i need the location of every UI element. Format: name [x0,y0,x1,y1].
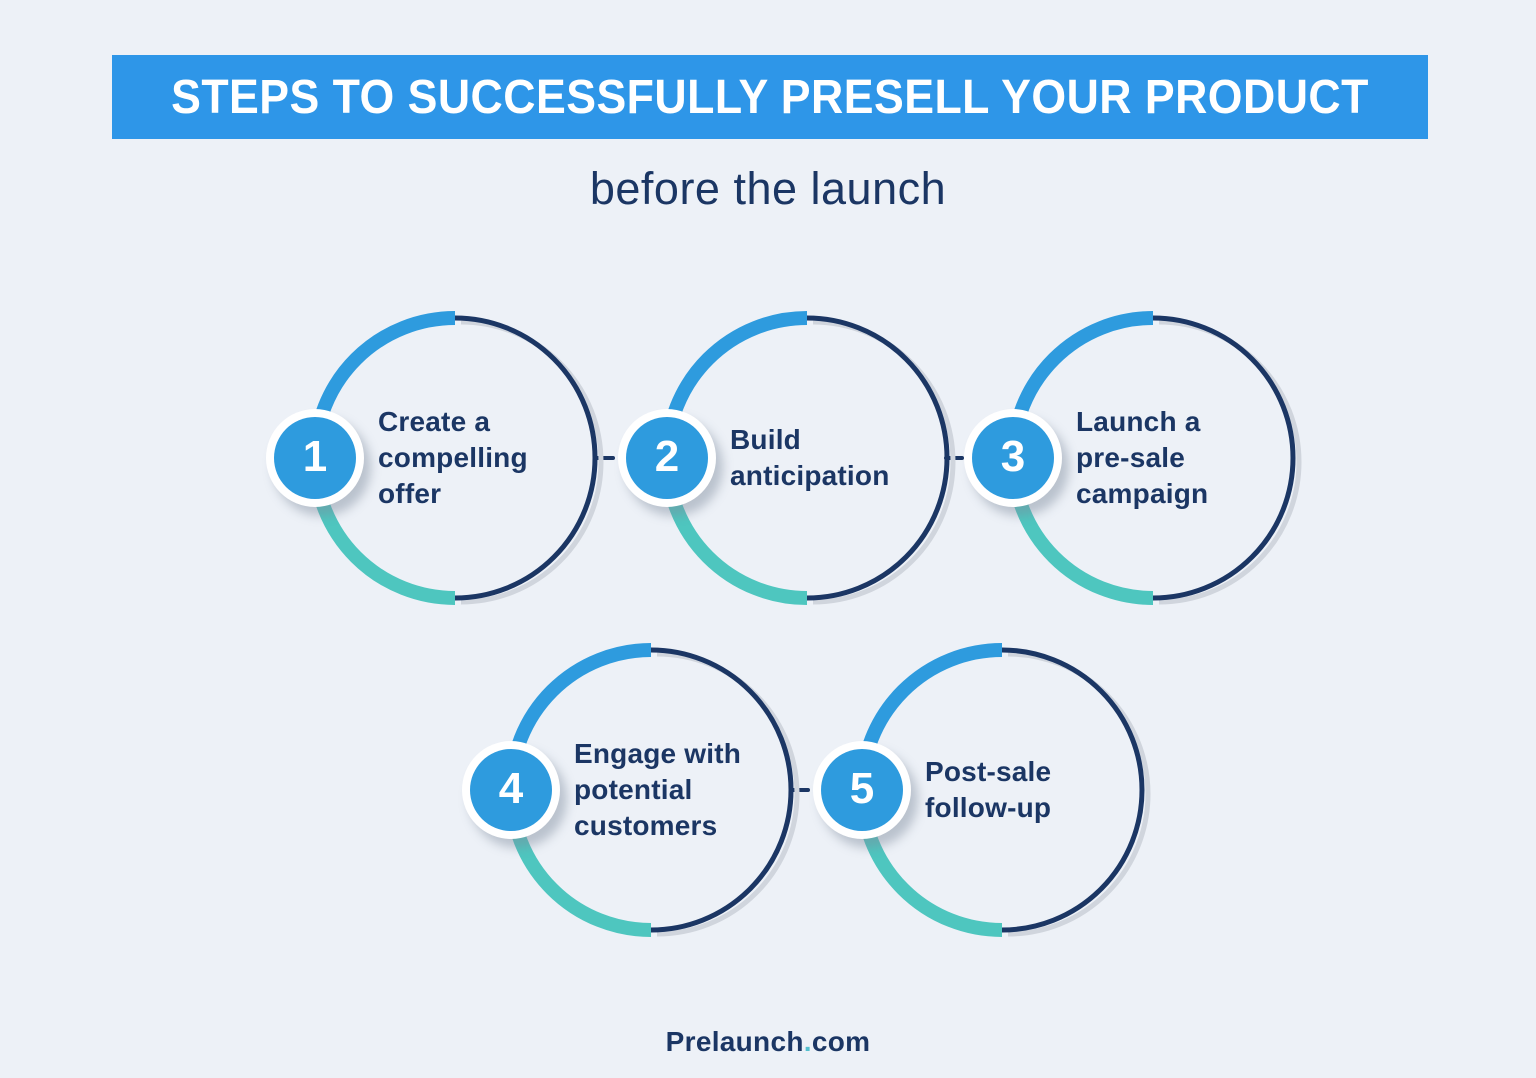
step-number: 5 [849,763,875,813]
step-label: Build anticipation [730,422,945,494]
step-number: 3 [1000,431,1026,481]
step-number-badge: 3 [964,409,1062,507]
step-circle-5: 5 Post-sale follow-up [813,635,1157,945]
step-label-line: customers [574,810,718,841]
step-number-badge-fill: 4 [470,749,552,831]
step-number: 4 [498,763,524,813]
step-number: 2 [654,431,680,481]
step-circle-4: 4 Engage with potential customers [462,635,806,945]
step-number-badge-fill: 5 [821,749,903,831]
step-label-line: offer [378,478,442,509]
brand-wordmark: Prelaunch.com [0,1026,1536,1058]
brand-suffix: com [811,1026,871,1057]
step-number-badge: 2 [618,409,716,507]
connector-step1-step2 [595,456,615,460]
brand-dot: . [803,1026,812,1057]
connector-step4-step5 [790,788,810,792]
step-circle-2: 2 Build anticipation [618,303,962,613]
step-label-line: Engage with [574,738,742,769]
step-label-line: anticipation [730,460,890,491]
header-banner: STEPS TO SUCCESSFULLY PRESELL YOUR PRODU… [112,55,1428,139]
step-number-badge-fill: 1 [274,417,356,499]
step-label: Engage with potential customers [574,736,789,844]
step-label-line: Launch a [1076,406,1201,437]
step-number-badge-fill: 3 [972,417,1054,499]
step-number: 1 [302,431,328,481]
step-label: Create a compelling offer [378,404,593,512]
step-label-line: Build [730,424,801,455]
step-label-line: Post-sale [925,756,1052,787]
step-label-line: campaign [1076,478,1209,509]
step-number-badge: 1 [266,409,364,507]
step-circle-3: 3 Launch a pre-sale campaign [964,303,1308,613]
step-label-line: Create a [378,406,491,437]
step-label-line: pre-sale [1076,442,1185,473]
step-label: Launch a pre-sale campaign [1076,404,1291,512]
brand-prefix: Prelaunch [665,1026,804,1057]
step-number-badge: 5 [813,741,911,839]
page-subtitle: before the launch [589,163,947,214]
step-label-line: follow-up [925,792,1052,823]
step-label-line: potential [574,774,693,805]
page-title: STEPS TO SUCCESSFULLY PRESELL YOUR PRODU… [171,70,1369,124]
step-circle-1: 1 Create a compelling offer [266,303,610,613]
step-number-badge: 4 [462,741,560,839]
step-label-line: compelling [378,442,528,473]
step-label: Post-sale follow-up [925,754,1140,826]
step-number-badge-fill: 2 [626,417,708,499]
